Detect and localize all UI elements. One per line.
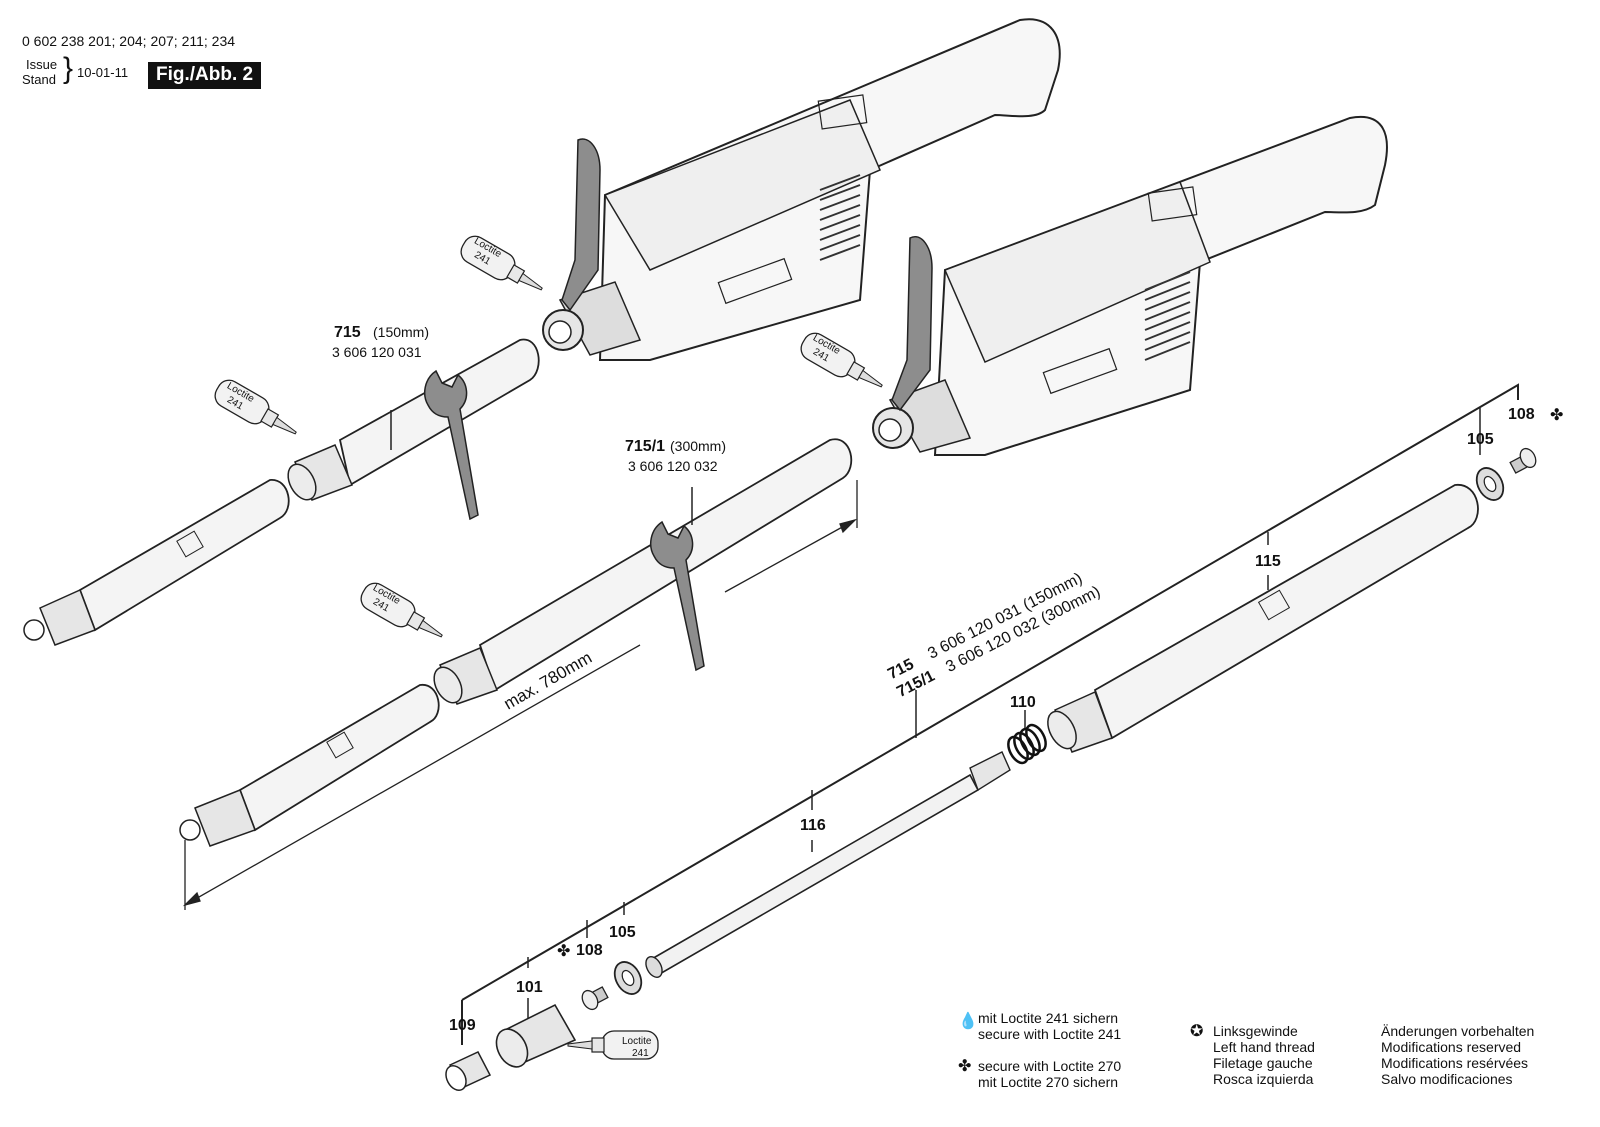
stand-label: Stand bbox=[22, 72, 56, 87]
screw-108-top bbox=[1509, 447, 1537, 474]
callout-108-bottom: 108 bbox=[576, 942, 603, 959]
grinder-body-left bbox=[542, 18, 1061, 361]
legend-loctite-241-en: secure with Loctite 241 bbox=[978, 1026, 1122, 1042]
flexible-shaft-715 bbox=[23, 479, 290, 646]
legend-loctite-241-de: mit Loctite 241 sichern bbox=[978, 1010, 1119, 1026]
max-length-dimension bbox=[182, 480, 858, 910]
loctite-bottle-4 bbox=[796, 328, 890, 399]
loctite-bottle-5-number: 241 bbox=[632, 1048, 649, 1059]
legend-loctite-241: mit Loctite 241 sichern secure with Loct… bbox=[978, 1010, 1121, 1042]
tube-115 bbox=[1047, 484, 1479, 753]
figure-label: Fig./Abb. 2 bbox=[148, 62, 262, 89]
spindle-lock-lever-right bbox=[891, 236, 933, 412]
callout-715-length: (150mm) bbox=[373, 324, 429, 340]
extension-tube-715 bbox=[287, 338, 540, 501]
callout-105-bottom: 105 bbox=[609, 924, 636, 941]
legend-loctite-270: secure with Loctite 270 mit Loctite 270 … bbox=[978, 1058, 1121, 1090]
legend-mod-de: Änderungen vorbehalten bbox=[1381, 1023, 1535, 1039]
callout-715: 715 bbox=[334, 324, 361, 341]
loctite-241-drop-icon: 💧 bbox=[958, 1013, 978, 1030]
brace: } bbox=[63, 52, 74, 85]
callout-115: 115 bbox=[1255, 553, 1281, 570]
loctite-270-legend-icon: ✤ bbox=[958, 1058, 972, 1075]
legend-lh-de: Linksgewinde bbox=[1213, 1023, 1298, 1039]
bearing-105-top bbox=[1475, 467, 1505, 501]
part-numbers: 0 602 238 201; 204; 207; 211; 234 bbox=[22, 33, 236, 49]
callout-108-top: 108 bbox=[1508, 406, 1535, 423]
loctite-270-icon-bottom: ✤ bbox=[557, 943, 571, 960]
loctite-bottle-5-brand: Loctite bbox=[622, 1036, 652, 1047]
loctite-bottle-1 bbox=[456, 231, 550, 302]
flexible-shaft-7151 bbox=[179, 684, 440, 847]
callout-109: 109 bbox=[449, 1017, 476, 1034]
loctite-bottle-3 bbox=[356, 578, 450, 649]
legend-lh-en: Left hand thread bbox=[1213, 1039, 1315, 1055]
callout-101: 101 bbox=[516, 979, 543, 996]
legend-mod-fr: Modifications resérvées bbox=[1381, 1055, 1529, 1071]
grinder-body-right bbox=[872, 115, 1388, 456]
legend-loctite-270-de: mit Loctite 270 sichern bbox=[978, 1074, 1119, 1090]
collet-nut-101 bbox=[495, 1003, 577, 1068]
legend-left-hand-thread: Linksgewinde Left hand thread Filetage g… bbox=[1213, 1023, 1315, 1087]
collet-109 bbox=[445, 1051, 492, 1091]
callout-7151: 715/1 bbox=[625, 438, 665, 455]
left-hand-thread-icon: ✪ bbox=[1190, 1023, 1204, 1040]
legend-lh-es: Rosca izquierda bbox=[1213, 1071, 1314, 1087]
callout-715-number: 3 606 120 031 bbox=[332, 344, 422, 360]
callout-110: 110 bbox=[1010, 694, 1036, 711]
callout-7151-number: 3 606 120 032 bbox=[628, 458, 718, 474]
screw-108-bottom bbox=[581, 986, 609, 1011]
shaft-116 bbox=[645, 751, 1011, 978]
assembly-bracket-line bbox=[461, 383, 1519, 1045]
callout-116: 116 bbox=[800, 817, 826, 834]
bearing-105-bottom bbox=[613, 961, 643, 995]
legend-mod-es: Salvo modificaciones bbox=[1381, 1071, 1513, 1087]
legend-modifications: Änderungen vorbehalten Modifications res… bbox=[1381, 1023, 1534, 1087]
spring-110 bbox=[1007, 723, 1047, 765]
legend-lh-fr: Filetage gauche bbox=[1213, 1055, 1313, 1071]
spindle-lock-lever-left bbox=[561, 138, 601, 312]
extension-tube-7151 bbox=[433, 438, 853, 705]
legend-loctite-270-en: secure with Loctite 270 bbox=[978, 1058, 1122, 1074]
loctite-270-icon-top: ✤ bbox=[1550, 407, 1564, 424]
leader-lines bbox=[390, 408, 1481, 1020]
legend-mod-en: Modifications reserved bbox=[1381, 1039, 1522, 1055]
loctite-bottle-2 bbox=[210, 375, 304, 446]
callout-7151-length: (300mm) bbox=[670, 438, 726, 454]
callout-105-top: 105 bbox=[1467, 431, 1494, 448]
issue-label: Issue bbox=[26, 57, 58, 72]
issue-date: 10-01-11 bbox=[77, 65, 129, 80]
